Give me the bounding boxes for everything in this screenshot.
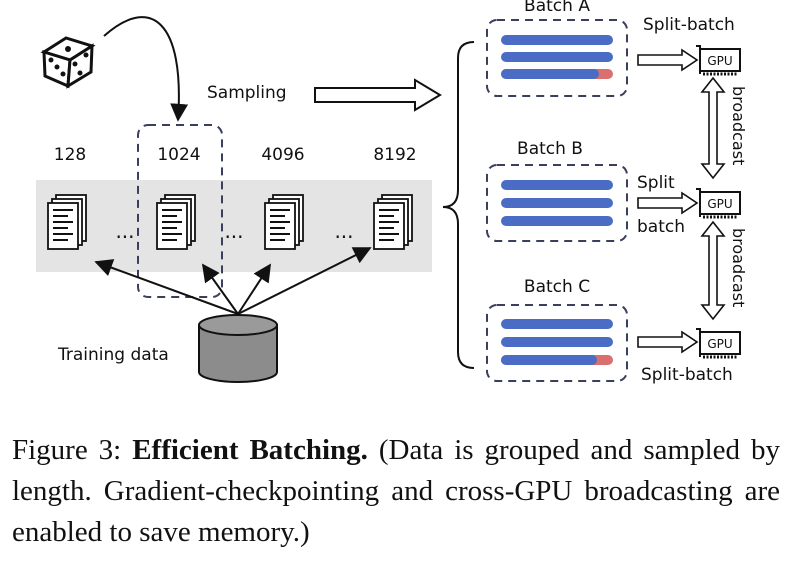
sequence-bar-unpadded [501, 69, 599, 79]
document-stack-icon [156, 194, 196, 250]
caption-prefix: Figure 3: [12, 434, 133, 466]
split-batch-label: Split-batch [641, 365, 733, 385]
data-arrow [201, 263, 239, 315]
split-batch-label: Split-batch [643, 15, 735, 35]
database-icon [198, 314, 278, 383]
sequence-bar [501, 198, 613, 208]
split-batch-label: batch [637, 217, 685, 237]
sampling-hollow-arrow [314, 78, 442, 112]
gpu-label: GPU [707, 197, 732, 211]
batch-label: Batch A [524, 0, 590, 16]
batch-b-box [486, 164, 628, 242]
broadcast-arrow [700, 220, 726, 321]
length-label: 128 [54, 145, 86, 165]
data-arrow [237, 263, 271, 315]
caption-body: (Data is grouped and sampled by length. … [12, 434, 780, 548]
sequence-bar [501, 319, 613, 329]
split-arrow [637, 48, 699, 72]
gpu-icon: GPU [696, 188, 741, 219]
sequence-bar [501, 180, 613, 190]
ellipsis: ... [115, 219, 134, 243]
sequence-bar [501, 216, 613, 226]
length-label: 1024 [157, 145, 200, 165]
data-arrow [94, 259, 239, 315]
sequence-bar [501, 35, 613, 45]
gpu-label: GPU [707, 337, 732, 351]
broadcast-arrow [700, 76, 726, 180]
document-stack-icon [373, 194, 413, 250]
sequence-bar-unpadded [501, 355, 597, 365]
sequence-bar [501, 337, 613, 347]
batch-a-box [486, 19, 628, 97]
selected-length-box [137, 124, 223, 298]
length-label: 4096 [261, 145, 304, 165]
ellipsis: ... [224, 219, 243, 243]
gpu-icon: GPU [696, 45, 741, 76]
document-stack-icon [47, 194, 87, 250]
split-batch-label: Split [637, 173, 675, 193]
sampling-label: Sampling [207, 83, 287, 103]
batch-label: Batch C [524, 277, 590, 297]
batching-diagram: Sampling 128 1024 4096 8192 ... ... ... … [36, 0, 748, 385]
gpu-icon: GPU [696, 328, 741, 359]
broadcast-label: broadcast [729, 86, 748, 165]
batch-c-box [486, 304, 628, 382]
batch-brace [442, 41, 475, 369]
gpu-label: GPU [707, 54, 732, 68]
split-arrow [637, 330, 699, 354]
document-stack-icon [264, 194, 304, 250]
caption-title: Efficient Batching. [132, 434, 368, 466]
split-arrow [637, 191, 699, 215]
figure-caption: Figure 3: Efficient Batching. (Data is g… [12, 430, 780, 553]
length-label: 8192 [373, 145, 416, 165]
sequence-bar [501, 52, 613, 62]
ellipsis: ... [334, 219, 353, 243]
training-data-label: Training data [57, 345, 169, 365]
batch-label: Batch B [517, 139, 583, 159]
broadcast-label: broadcast [729, 228, 748, 307]
sampling-curve-arrow [103, 16, 189, 122]
data-arrow [237, 247, 372, 315]
dice-icon [40, 36, 96, 89]
